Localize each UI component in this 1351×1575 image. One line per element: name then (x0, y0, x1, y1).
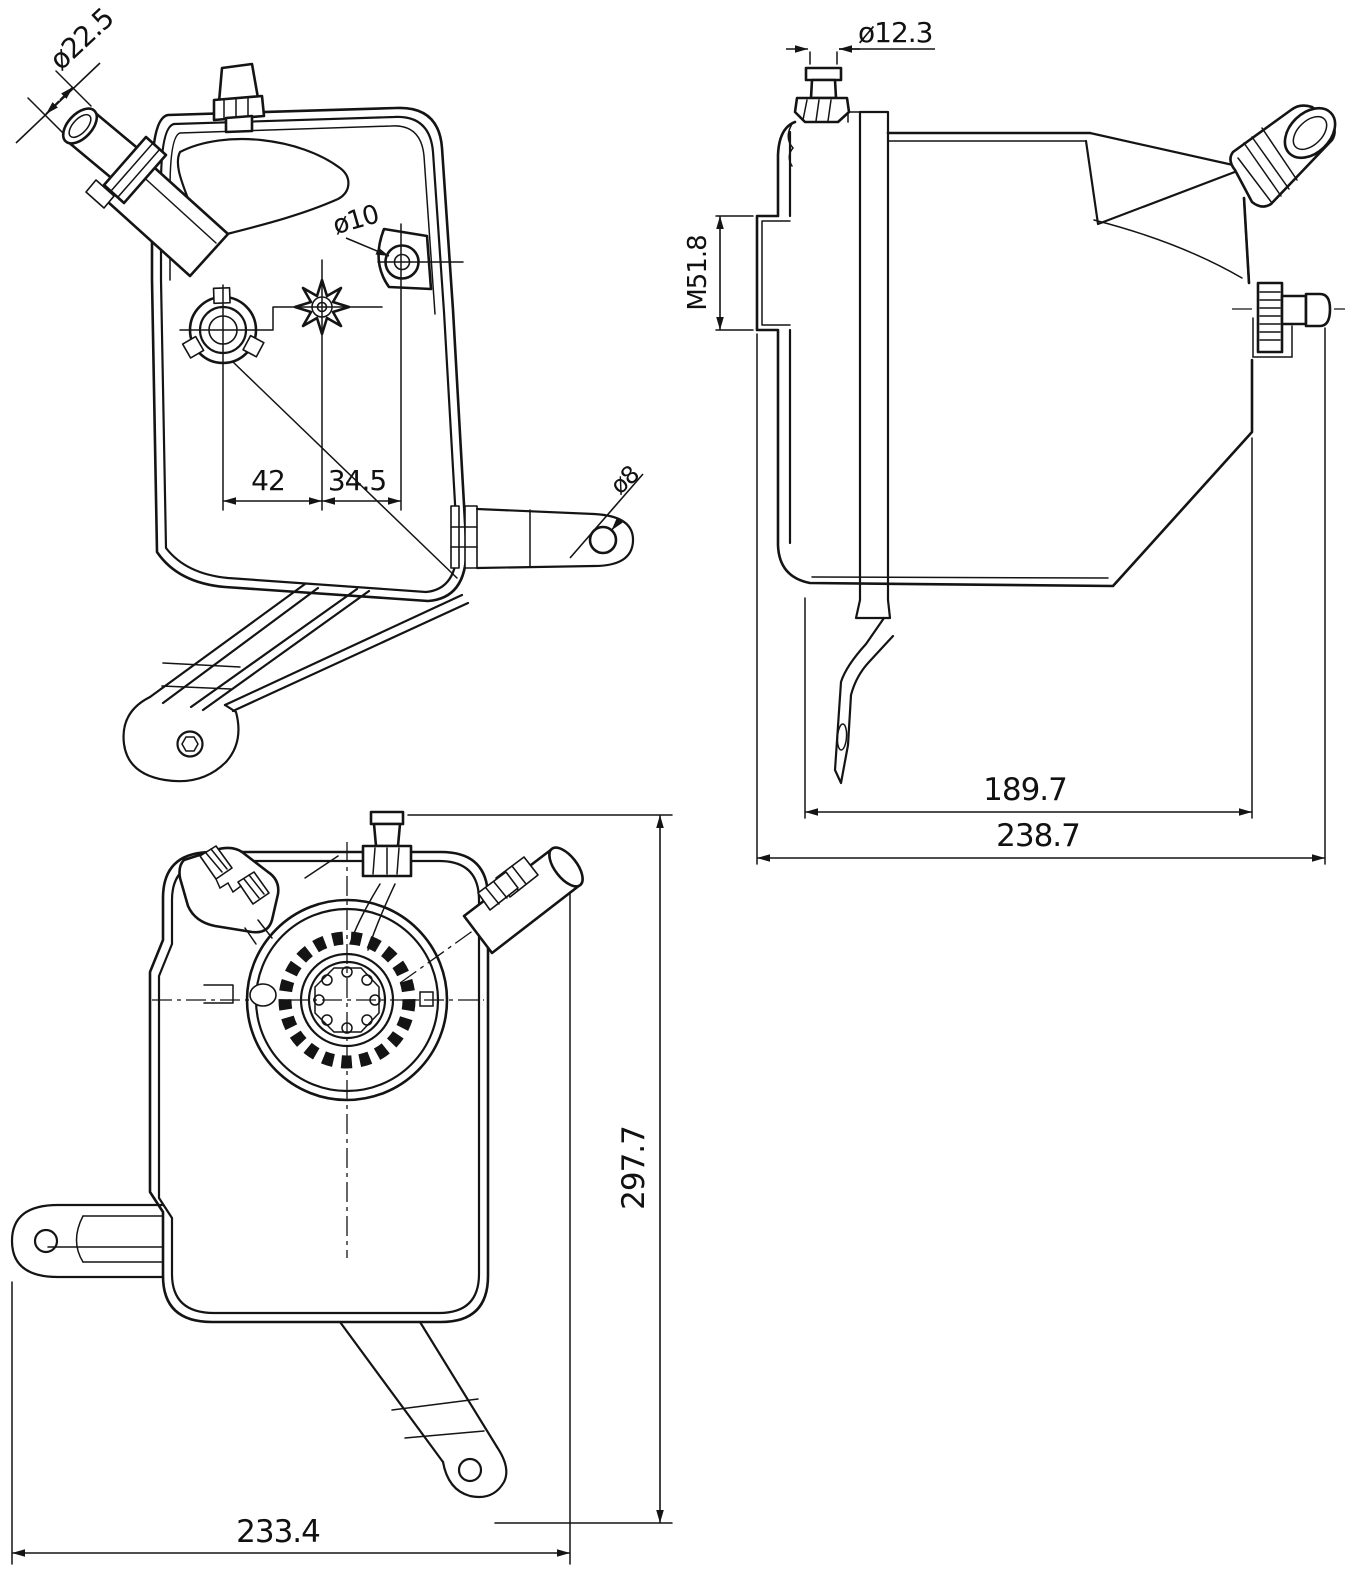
dim-depth-inner: 189.7 (804, 437, 1253, 819)
top-tank-body (148, 850, 490, 1324)
front-centerlines (179, 223, 464, 511)
side-connector (1232, 281, 1345, 358)
front-filler-neck (61, 107, 230, 278)
top-right-connector (462, 846, 584, 955)
side-view: ø12.3 M51.8 (683, 16, 1345, 865)
front-bleed-hole (377, 227, 433, 291)
dim-text-neck-diameter: ø22.5 (43, 2, 120, 77)
dim-overall-width: 233.4 (11, 891, 571, 1565)
dim-text-vent-diameter: ø12.3 (858, 16, 932, 49)
top-left-bracket (10, 1203, 165, 1279)
top-bottom-bracket (338, 1320, 508, 1499)
dim-text-depth-overall: 238.7 (996, 818, 1080, 854)
front-right-bracket: ø8 (450, 460, 645, 570)
dim-text-filler-thread: M51.8 (683, 235, 713, 310)
side-filler-cap (1229, 104, 1337, 285)
top-vent-nipple (349, 810, 413, 951)
side-tank-body (755, 110, 1254, 620)
top-view: 297.7 233.4 (10, 810, 673, 1565)
dim-overall-height: 297.7 (407, 814, 673, 1524)
dim-text-depth-inner: 189.7 (983, 772, 1067, 808)
dim-hole-spacing: 42 34.5 (223, 464, 401, 505)
dim-filler-thread: M51.8 (683, 215, 754, 331)
front-view: ø22.5 (15, 2, 645, 783)
side-vent-nipple (787, 66, 851, 167)
top-details (203, 983, 434, 1007)
top-left-connector (178, 845, 280, 945)
dim-text-overall-height: 297.7 (616, 1126, 652, 1210)
front-mount-boss-left (181, 286, 265, 365)
dim-vent-diameter: ø12.3 (786, 16, 935, 65)
front-bottom-bracket (122, 582, 470, 783)
dim-depth-overall: 238.7 (756, 327, 1326, 865)
dim-text-spacing-42: 42 (251, 464, 285, 497)
dim-text-overall-width: 233.4 (236, 1514, 320, 1550)
dim-text-bleed-hole: ø10 (330, 200, 382, 242)
dim-text-spacing-34-5: 34.5 (328, 464, 386, 497)
dim-text-bracket-hole: ø8 (605, 460, 645, 500)
front-vent-cap (212, 62, 266, 134)
side-bottom-bracket (833, 616, 895, 785)
